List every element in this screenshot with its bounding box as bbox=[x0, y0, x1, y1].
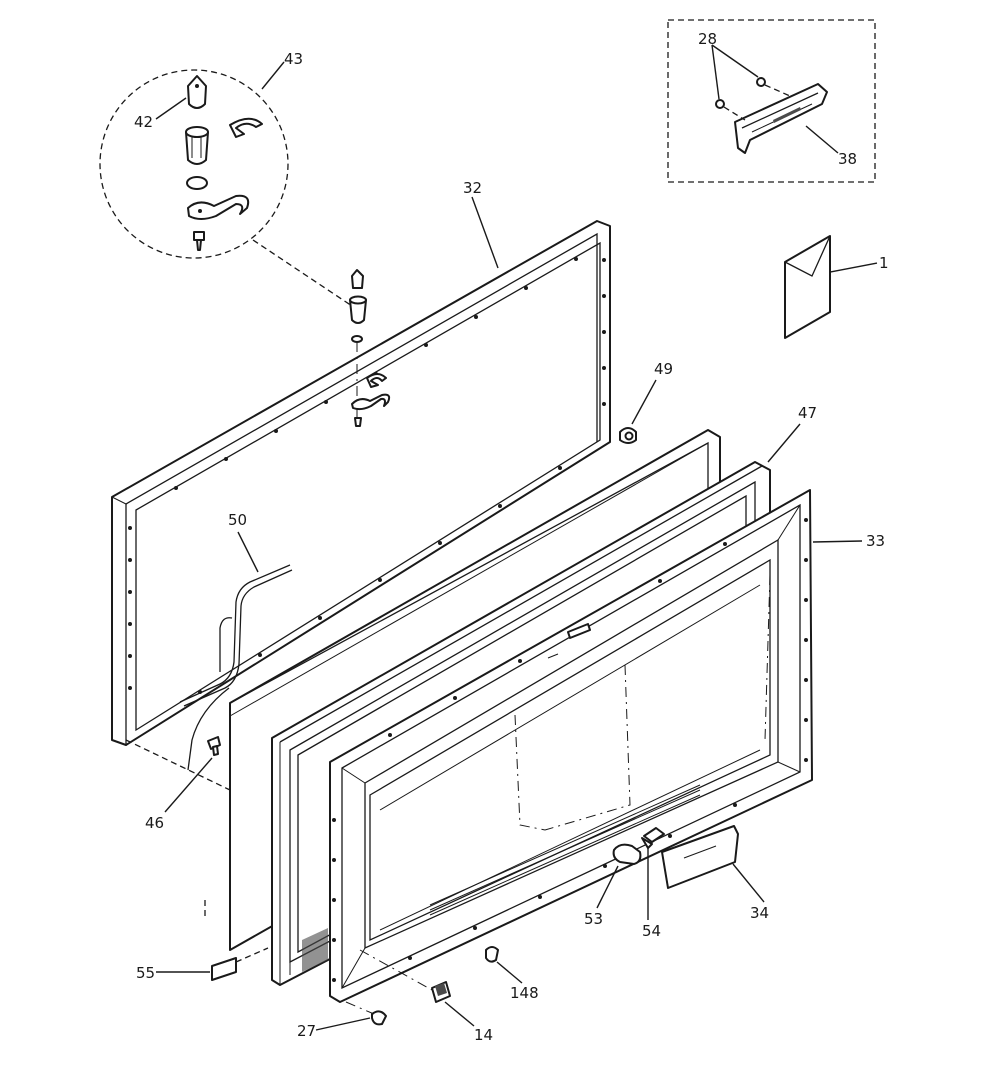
liner-33-holes bbox=[332, 518, 808, 982]
part-53-spacer bbox=[596, 843, 642, 909]
part-50-heater-wire bbox=[179, 531, 293, 771]
label-42: 42 bbox=[134, 113, 153, 131]
label-14: 14 bbox=[474, 1026, 493, 1044]
label-148: 148 bbox=[510, 984, 539, 1002]
label-54: 54 bbox=[642, 922, 661, 940]
label-1: 1 bbox=[879, 254, 889, 272]
label-46: 46 bbox=[145, 814, 164, 832]
part-49-bumper bbox=[619, 379, 657, 444]
lock-on-panel bbox=[349, 269, 391, 427]
label-28: 28 bbox=[698, 30, 717, 48]
part-32-outer-panel bbox=[111, 196, 611, 746]
part-55-tab bbox=[156, 947, 269, 981]
part-54-screw bbox=[641, 827, 665, 920]
part-46-screw bbox=[164, 736, 221, 813]
label-43: 43 bbox=[284, 50, 303, 68]
part-28-screw-a bbox=[756, 77, 766, 87]
detail-box-hinge-cover bbox=[667, 19, 876, 183]
label-33: 33 bbox=[866, 532, 885, 550]
part-1-literature bbox=[784, 235, 878, 339]
label-47: 47 bbox=[798, 404, 817, 422]
part-27-screw bbox=[315, 1001, 387, 1031]
label-50: 50 bbox=[228, 511, 247, 529]
label-53: 53 bbox=[584, 910, 603, 928]
detail-circle-lock-assembly bbox=[99, 61, 289, 259]
label-49: 49 bbox=[654, 360, 673, 378]
label-34: 34 bbox=[750, 904, 769, 922]
part-14-clip bbox=[359, 949, 475, 1027]
panel-32-holes bbox=[128, 257, 606, 694]
callout-labels: 28 38 42 43 32 1 49 47 50 33 46 53 54 34… bbox=[134, 30, 889, 1044]
part-42-cap bbox=[187, 75, 207, 109]
label-27: 27 bbox=[297, 1022, 316, 1040]
label-38: 38 bbox=[838, 150, 857, 168]
part-33-door-liner bbox=[329, 489, 863, 1003]
part-28-screw-b bbox=[715, 99, 725, 109]
part-148-screw bbox=[485, 946, 523, 984]
label-32: 32 bbox=[463, 179, 482, 197]
label-55: 55 bbox=[136, 964, 155, 982]
part-34-handle bbox=[661, 825, 765, 903]
